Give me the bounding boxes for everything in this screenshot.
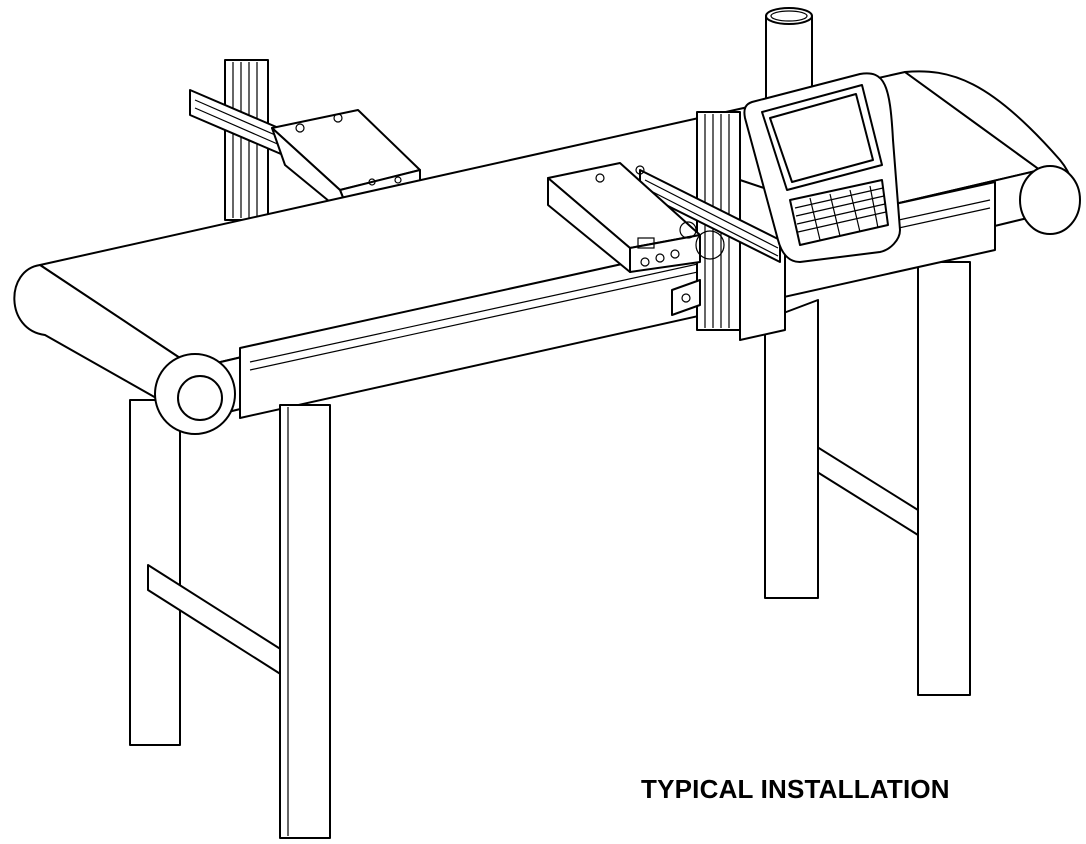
diagram-caption: TYPICAL INSTALLATION (641, 774, 950, 804)
conveyor-leg-front-right (764, 299, 819, 599)
controller-keyboard-icon (789, 179, 889, 246)
controller-unit (743, 72, 901, 263)
conveyor-leg-front-left (279, 404, 331, 839)
conveyor-leg-back-left (129, 399, 283, 746)
mounting-stand-right (639, 111, 786, 341)
print-head-right (547, 162, 725, 273)
controller-post (765, 7, 813, 101)
